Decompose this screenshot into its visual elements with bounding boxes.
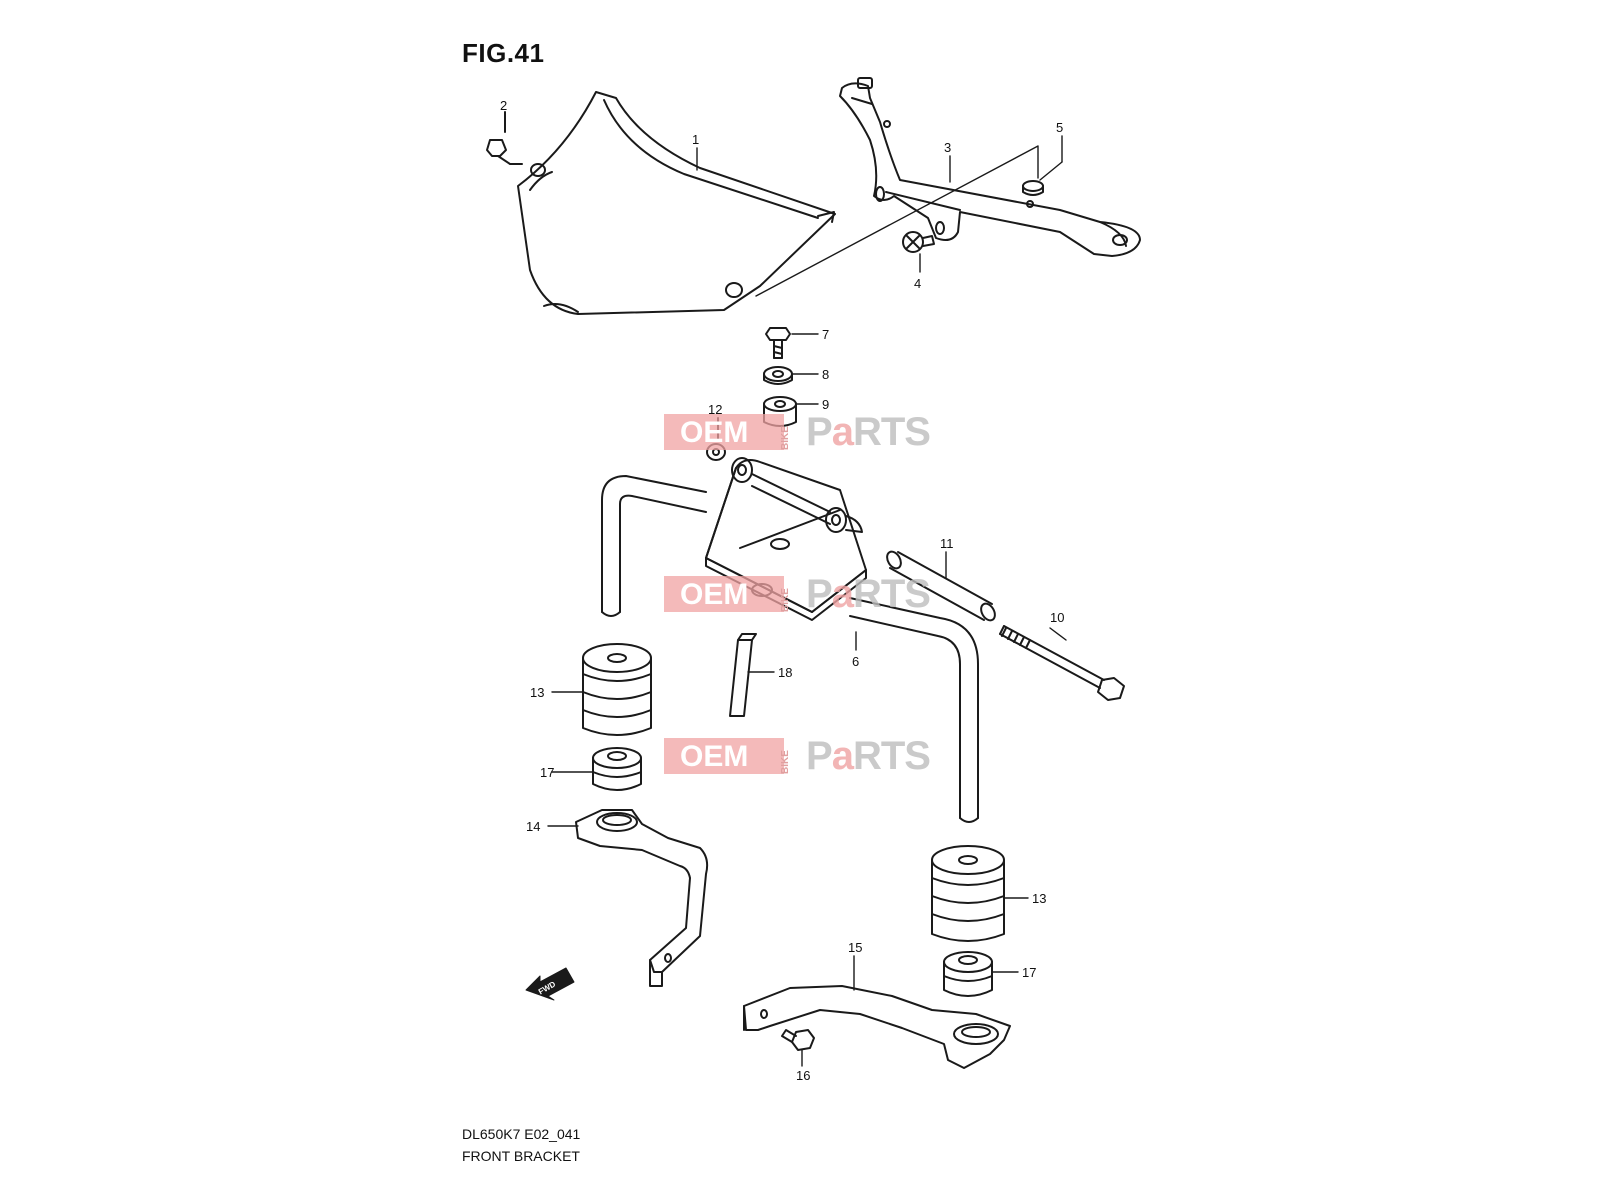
callout-labels: 1 2 3 4 5 6 7 8 9 10 11 12 13 13 14 15 1… [500,98,1064,1083]
part-3-bracket [839,77,1141,257]
callout-12: 12 [708,402,722,417]
figure-code: DL650K7 E02_041 [462,1126,581,1142]
fwd-arrow-icon: FWD [525,967,575,1001]
callout-1: 1 [692,132,699,147]
callout-15: 15 [848,940,862,955]
callout-5: 5 [1056,120,1063,135]
callout-3: 3 [944,140,951,155]
part-4-screw [902,231,935,253]
watermark-2: OEM BIKE PaRTS [664,572,954,616]
part-11-spacer [886,550,996,622]
part-2-clip [486,111,523,165]
part-14-stay [575,809,709,987]
callout-7: 7 [822,327,829,342]
callout-17-right: 17 [1022,965,1036,980]
callout-11: 11 [940,536,954,551]
figure-name: FRONT BRACKET [462,1148,580,1164]
callout-13-left: 13 [530,685,544,700]
part-16-bolt [781,1029,815,1051]
part-8-washer [763,366,793,385]
watermark-3: OEM BIKE PaRTS [664,734,954,778]
part-10-bolt [999,625,1125,701]
watermark-1: OEM BIKE PaRTS [664,410,954,454]
callout-16: 16 [796,1068,810,1083]
callout-9: 9 [822,397,829,412]
callout-2: 2 [500,98,507,113]
part-17-grommet-right [943,951,993,997]
part-13-cushion-right [931,845,1005,942]
leader-lines [547,135,1067,1067]
figure-title: FIG.41 [462,38,545,68]
callout-4: 4 [914,276,921,291]
callout-14: 14 [526,819,540,834]
callout-8: 8 [822,367,829,382]
part-1-cover [517,91,836,315]
callout-18: 18 [778,665,792,680]
part-17-grommet-left [592,747,642,791]
callout-6: 6 [852,654,859,669]
part-6-front-bracket [601,457,979,823]
callout-13-right: 13 [1032,891,1046,906]
part-15-stay [743,985,1011,1069]
callout-17-left: 17 [540,765,554,780]
callout-10: 10 [1050,610,1064,625]
part-13-cushion-left [582,643,652,736]
part-18-strip [729,633,757,717]
part-7-bolt [765,327,791,359]
part-5-cushion [1022,180,1044,196]
